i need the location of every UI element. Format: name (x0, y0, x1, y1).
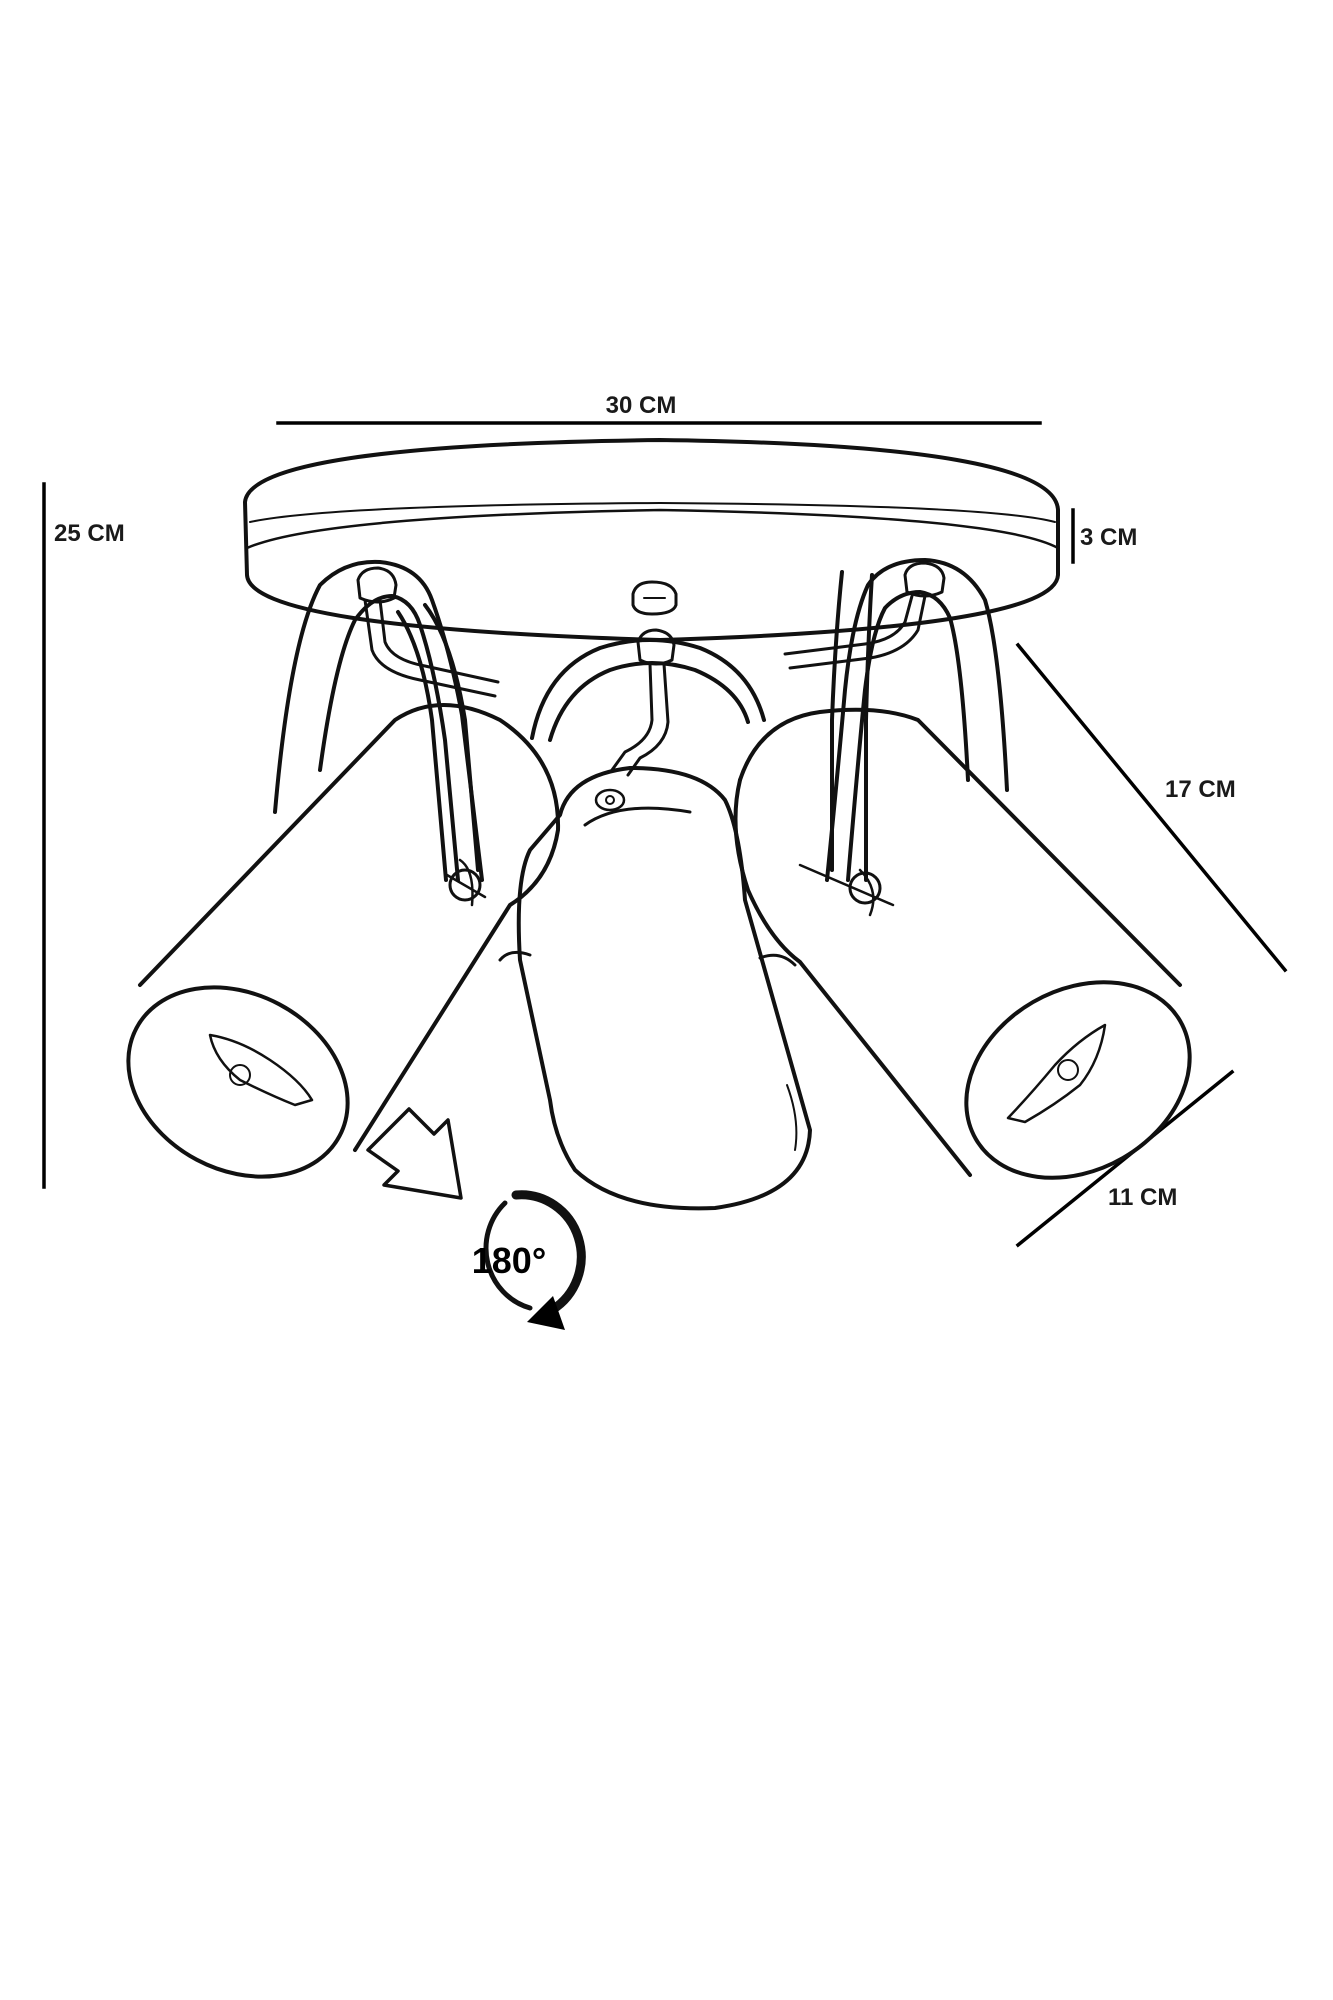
base-depth-label: 3 CM (1080, 524, 1137, 551)
width-label: 30 CM (606, 392, 677, 419)
center-spotlight-bracket (530, 628, 766, 777)
right-spotlight-bracket (783, 558, 1009, 882)
center-spotlight (498, 766, 812, 1211)
height-label: 25 CM (54, 520, 125, 547)
right-spotlight (733, 570, 1192, 1180)
shade-length-label: 17 CM (1165, 776, 1236, 803)
rotation-180-icon: 180° (472, 1190, 586, 1330)
dimension-labels: 30 CM 25 CM 3 CM 17 CM 11 CM (54, 392, 1236, 1211)
ceiling-lamp-drawing (126, 438, 1192, 1211)
rotation-label: 180° (472, 1240, 546, 1281)
rotation-indicator: 180° (366, 1107, 586, 1330)
left-spotlight (126, 603, 561, 1179)
shade-diameter-label: 11 CM (1108, 1184, 1177, 1211)
shade-length-dimension-line (1015, 642, 1288, 973)
tilt-arrow-icon (366, 1107, 463, 1200)
